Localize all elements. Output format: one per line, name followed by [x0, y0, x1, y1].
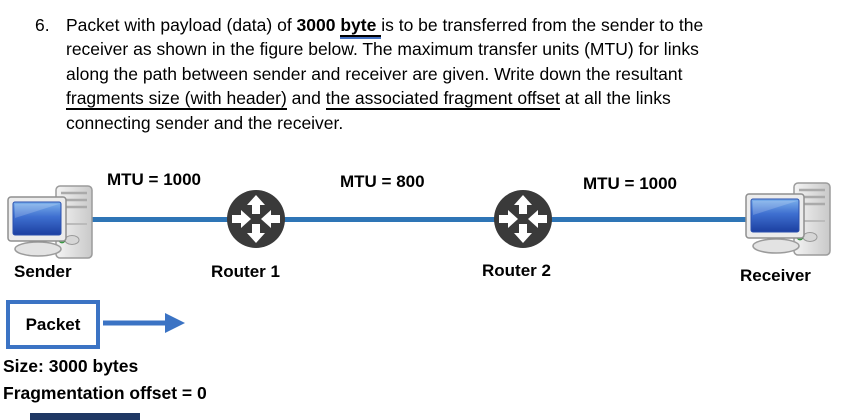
packet-box: Packet [6, 300, 100, 349]
cropped-box-edge [30, 413, 140, 420]
question-text-segment: along the path between sender and receiv… [66, 63, 683, 84]
mtu-label-link3: MTU = 1000 [583, 174, 678, 193]
question-line: fragments size (with header) and the ass… [66, 86, 703, 111]
question-text-segment: receiver as shown in the figure below. T… [66, 39, 699, 60]
sender-computer-icon [6, 184, 94, 260]
question-text-segment: and [286, 88, 326, 109]
question-line: receiver as shown in the figure below. T… [66, 37, 703, 61]
receiver-computer-icon [744, 181, 832, 257]
question-text-segment: fragments size (with header) [66, 88, 287, 111]
question-text-segment: 3000 [296, 15, 341, 35]
sender-label: Sender [14, 262, 72, 281]
question-line: connecting sender and the receiver. [66, 111, 703, 135]
question-line: Packet with payload (data) of 3000 byte … [66, 13, 703, 37]
question-text-segment: Packet with payload (data) of [66, 15, 297, 35]
receiver-label: Receiver [740, 266, 811, 285]
question-text-segment: byte [340, 15, 382, 37]
router1-icon [227, 190, 285, 248]
network-link-line [84, 217, 748, 222]
question-line: along the path between sender and receiv… [66, 62, 703, 86]
question-text-segment: at all the links [559, 88, 671, 109]
question-text-segment: the associated fragment offset [325, 88, 560, 111]
mtu-label-link2: MTU = 800 [340, 172, 425, 191]
fragmentation-offset-text: Fragmentation offset = 0 [3, 383, 207, 403]
mtu-label-link1: MTU = 1000 [107, 170, 202, 189]
question-block: 6. Packet with payload (data) of 3000 by… [35, 13, 703, 135]
question-number: 6. [35, 15, 50, 35]
packet-size-text: Size: 3000 bytes [3, 356, 139, 376]
packet-box-label: Packet [25, 314, 81, 334]
question-lines: Packet with payload (data) of 3000 byte … [66, 13, 703, 135]
question-text-segment: is to be transferred from the sender to … [381, 15, 704, 35]
right-arrow-icon [103, 313, 185, 333]
router2-label: Router 2 [482, 261, 551, 280]
question-text-segment: connecting sender and the receiver. [66, 112, 344, 133]
router2-icon [494, 190, 552, 248]
router1-label: Router 1 [211, 262, 280, 281]
